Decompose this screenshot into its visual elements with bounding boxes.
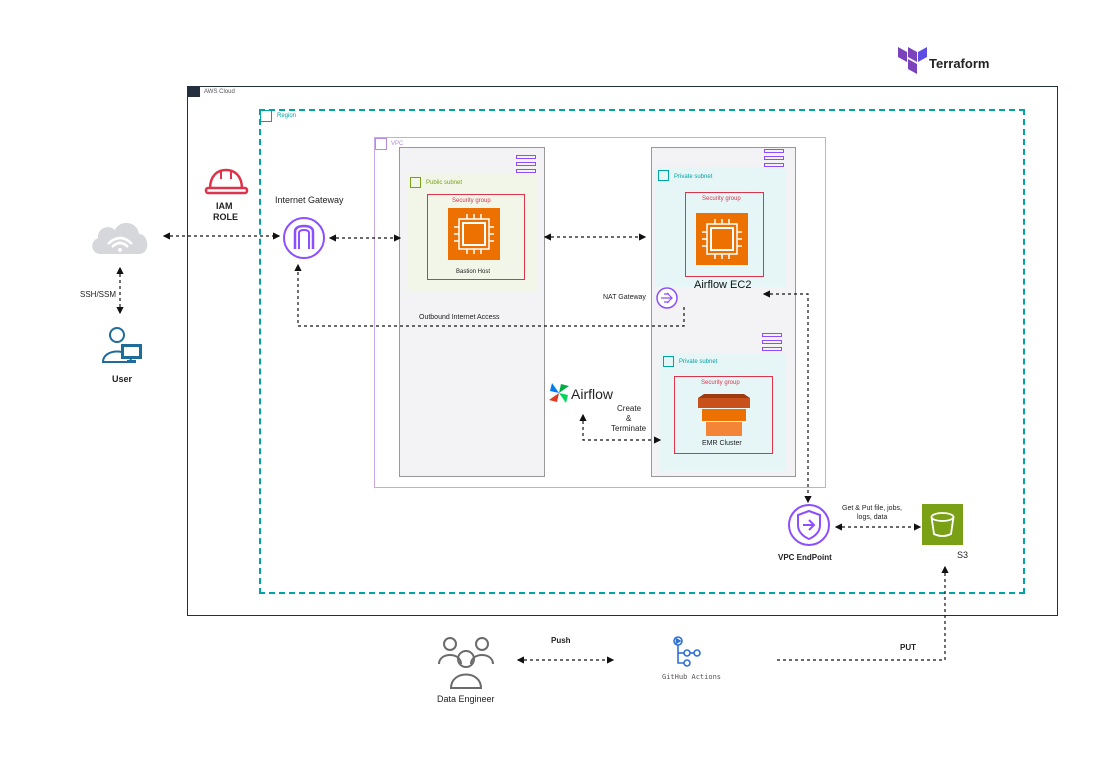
push-label: Push bbox=[551, 636, 571, 645]
nat-gateway-label: NAT Gateway bbox=[603, 294, 646, 301]
iam-role-line2: ROLE bbox=[213, 212, 239, 222]
github-actions-icon bbox=[673, 636, 701, 667]
private-subnet-emr-label: Private subnet bbox=[679, 359, 718, 365]
bastion-security-group bbox=[427, 194, 525, 280]
create-label: Create bbox=[617, 404, 642, 413]
edge-airflow-to-emr bbox=[579, 413, 662, 444]
edge-github-to-s3 bbox=[777, 565, 949, 661]
hard-hat-icon bbox=[204, 168, 249, 195]
airflow-ec2-security-group-label: Security group bbox=[702, 196, 741, 202]
nat-gateway-icon bbox=[656, 287, 678, 309]
cidr-badge bbox=[764, 149, 784, 153]
s3-edge-label-line1: Get & Put file, jobs, bbox=[842, 505, 902, 512]
data-engineer-group-icon bbox=[438, 637, 494, 689]
emr-security-group-label: Security group bbox=[701, 380, 740, 386]
edge-airflow-ec2-to-endpoint bbox=[762, 290, 812, 504]
aws-cloud-container bbox=[187, 86, 1058, 616]
emr-cluster-icon bbox=[698, 394, 750, 436]
public-subnet-label: Public subnet bbox=[426, 180, 463, 186]
airflow-logo-label: Airflow bbox=[571, 386, 614, 402]
cidr-badge bbox=[764, 156, 784, 160]
user-label: User bbox=[112, 374, 133, 384]
put-label: PUT bbox=[900, 643, 916, 652]
terraform-label: Terraform bbox=[929, 56, 990, 71]
bastion-host-label: Bastion Host bbox=[456, 269, 491, 275]
private-subnet-airflow-label: Private subnet bbox=[674, 174, 713, 180]
cidr-badge bbox=[516, 169, 536, 173]
airflow-ec2-chip-icon bbox=[696, 213, 748, 265]
s3-bucket-icon bbox=[922, 504, 963, 545]
s3-label: S3 bbox=[957, 550, 969, 560]
terraform-logo-icon bbox=[898, 47, 927, 74]
vpc-label: VPC bbox=[391, 141, 404, 147]
cidr-badge bbox=[516, 155, 536, 159]
ssh-ssm-label: SSH/SSM bbox=[80, 290, 117, 299]
internet-cloud-icon bbox=[92, 222, 148, 254]
airflow-logo-icon bbox=[549, 383, 569, 403]
vpc-container bbox=[374, 137, 826, 488]
aws-cloud-label: AWS Cloud bbox=[204, 89, 235, 95]
and-label: & bbox=[626, 414, 632, 423]
bastion-ec2-chip-icon bbox=[448, 208, 500, 260]
edge-nat-to-igw bbox=[294, 263, 685, 327]
emr-cluster-label: EMR Cluster bbox=[702, 440, 742, 447]
airflow-ec2-label: Airflow EC2 bbox=[694, 279, 752, 291]
github-actions-label: GitHub Actions bbox=[662, 673, 722, 681]
private-subnet-emr-lock-icon bbox=[663, 356, 674, 367]
vpc-cloud-icon bbox=[375, 138, 387, 150]
iam-role-line1: IAM bbox=[216, 201, 233, 211]
private-subnet-airflow-lock-icon bbox=[658, 170, 669, 181]
s3-edge-label-line2: logs, data bbox=[857, 514, 888, 521]
cidr-badge bbox=[764, 163, 784, 167]
region-container bbox=[259, 109, 1025, 594]
public-subnet-lock-icon bbox=[410, 177, 421, 188]
airflow-ec2-security-group bbox=[685, 192, 764, 277]
internet-gateway-label: Internet Gateway bbox=[275, 195, 344, 205]
internet-gateway-icon bbox=[283, 217, 325, 259]
user-workstation-icon bbox=[101, 327, 142, 363]
cidr-badge bbox=[516, 162, 536, 166]
data-engineer-label: Data Engineer bbox=[437, 694, 495, 704]
vpc-endpoint-icon bbox=[788, 504, 830, 546]
terminate-label: Terminate bbox=[611, 424, 647, 433]
region-flag-icon bbox=[260, 110, 272, 122]
outbound-internet-label: Outbound Internet Access bbox=[419, 314, 500, 321]
aws-cloud-icon bbox=[188, 87, 200, 97]
vpc-endpoint-label: VPC EndPoint bbox=[778, 553, 832, 562]
bastion-security-group-label: Security group bbox=[452, 198, 491, 204]
region-label: Region bbox=[277, 113, 297, 119]
